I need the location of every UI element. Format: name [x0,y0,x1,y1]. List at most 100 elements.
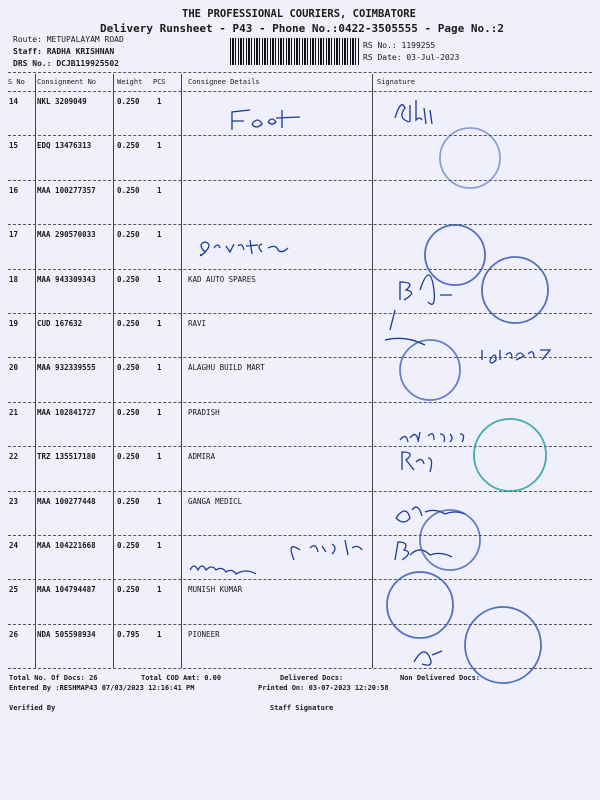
weight: 0.250 [117,230,140,240]
consignment-number: MAA 943309343 [37,274,96,284]
row-divider [8,401,592,403]
serial-number: 25 [9,585,19,595]
row-divider [8,91,592,92]
serial-number: 14 [9,97,19,106]
weight: 0.250 [117,496,140,506]
weight: 0.250 [117,407,140,417]
row-divider [8,579,592,581]
weight: 0.250 [117,541,140,550]
pieces: 1 [157,141,162,151]
table-row: 18 MAA 943309343 0.250 1 KAD AUTO SPARES [0,269,600,313]
rs-date: RS Date: 03-Jul-2023 [363,53,460,62]
weight: 0.250 [117,319,140,328]
table-row: 15 EDQ 13476313 0.250 1 [0,135,600,179]
pieces: 1 [157,97,162,106]
pieces: 1 [157,407,162,417]
consignment-number: MAA 932339555 [37,363,96,373]
consignee-name: PRADISH [188,407,220,417]
weight: 0.250 [117,141,140,151]
row-divider [8,357,592,359]
verified-by: Verified By [9,704,56,712]
consignee-name: KAD AUTO SPARES [188,274,256,284]
row-divider [8,490,592,492]
pieces: 1 [157,363,162,373]
barcode [230,38,360,65]
entered-by: Entered By :RESHMAP43 07/03/2023 12:16:4… [9,684,195,692]
pieces: 1 [157,274,162,284]
staff-signature: Staff Signature [270,704,334,712]
table-row: 22 TRZ 135517180 0.250 1 ADMIRA [0,446,600,490]
consignment-number: MAA 104221668 [37,541,96,550]
consignment-number: MAA 100277448 [37,496,96,506]
divider [8,72,592,73]
company-name: THE PROFESSIONAL COURIERS, COIMBATORE [182,8,416,20]
row-divider [8,135,592,137]
col-signature: Signature [377,78,415,86]
serial-number: 22 [9,452,19,462]
consignee-name: PIONEER [188,629,220,639]
total-cod: Total COD Amt: 0.00 [141,674,222,682]
pieces: 1 [157,452,162,462]
weight: 0.250 [117,585,140,595]
serial-number: 19 [9,319,19,328]
serial-number: 21 [9,407,19,417]
consignee-name: ADMIRA [188,452,216,462]
pieces: 1 [157,319,162,328]
serial-number: 20 [9,363,19,373]
drs-no: DRS No.: DCJB119925502 [13,59,119,68]
column-line [372,74,373,668]
col-consignee: Consignee Details [188,78,260,86]
serial-number: 15 [9,141,19,151]
serial-number: 24 [9,541,19,550]
runsheet-subtitle: Delivery Runsheet - P43 - Phone No.:0422… [100,22,504,35]
pieces: 1 [157,585,162,595]
route: Route: METUPALAYAM ROAD [13,35,124,44]
serial-number: 17 [9,230,19,240]
non-delivered-docs: Non Delivered Docs: [400,674,481,682]
consignment-number: NDA 505598934 [37,629,96,639]
delivered-docs: Delivered Docs: [280,674,344,682]
consignment-number: TRZ 135517180 [37,452,96,462]
table-row: 24 MAA 104221668 0.250 1 [0,535,600,579]
weight: 0.250 [117,363,140,373]
column-line [35,74,36,668]
weight: 0.250 [117,274,140,284]
row-divider [8,224,592,226]
total-docs: Total No. Of Docs: 26 [9,674,98,682]
pieces: 1 [157,541,162,550]
serial-number: 26 [9,629,19,639]
serial-number: 18 [9,274,19,284]
column-line [113,74,114,668]
pieces: 1 [157,629,162,639]
row-divider [8,623,592,625]
col-weight: Weight [117,78,143,86]
pieces: 1 [157,185,162,195]
row-divider [8,446,592,448]
column-line [181,74,182,668]
consignee-name: ALAGHU BUILD MART [188,363,265,373]
col-sno: S No [8,78,25,86]
consignment-number: NKL 3209049 [37,97,87,106]
col-pcs: PCS [153,78,166,86]
consignment-number: MAA 102841727 [37,407,96,417]
divider [8,668,592,669]
consignment-number: MAA 290570033 [37,230,96,240]
serial-number: 16 [9,185,19,195]
weight: 0.250 [117,452,140,462]
consignment-number: MAA 104794487 [37,585,96,595]
staff: Staff: RADHA KRISHNAN [13,47,115,56]
col-consignment: Consignment No [37,78,97,86]
consignment-number: MAA 100277357 [37,185,96,195]
row-divider [8,268,592,270]
row-divider [8,535,592,536]
printed-on: Printed On: 03-07-2023 12:20:58 [258,684,389,692]
serial-number: 23 [9,496,19,506]
consignment-number: EDQ 13476313 [37,141,92,151]
table-row: 20 MAA 932339555 0.250 1 ALAGHU BUILD MART [0,357,600,401]
